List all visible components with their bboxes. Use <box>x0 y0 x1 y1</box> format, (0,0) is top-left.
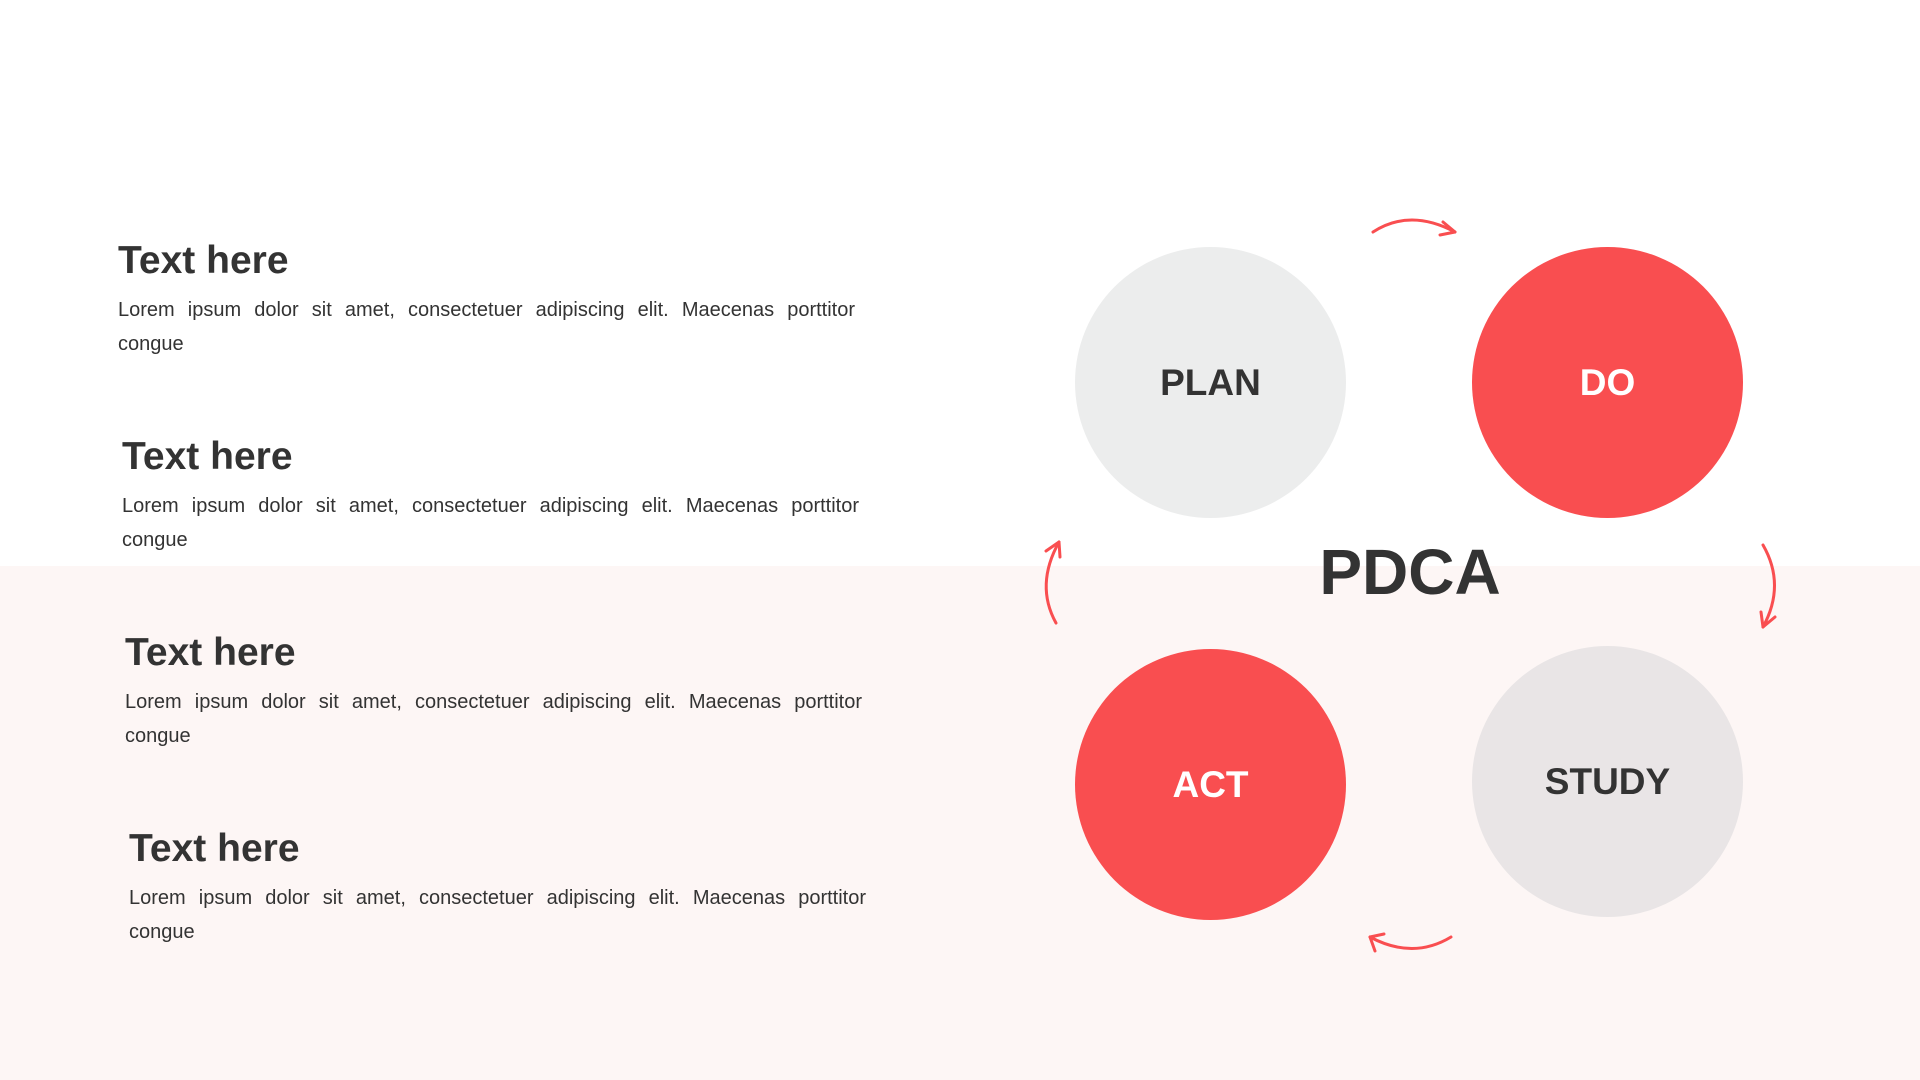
study-circle: STUDY <box>1472 646 1743 917</box>
do-circle: DO <box>1472 247 1743 518</box>
block-body: Lorem ipsum dolor sit amet, consectetuer… <box>122 495 859 551</box>
curved-arrow-icon <box>1759 543 1777 629</box>
block-title: Text here <box>122 435 293 478</box>
block-body: Lorem ipsum dolor sit amet, consectetuer… <box>125 691 862 747</box>
pdca-title: PDCA <box>1319 536 1501 608</box>
text-block-4: Text here Lorem ipsum dolor sit amet, co… <box>129 825 866 949</box>
block-body: Lorem ipsum dolor sit amet, consectetuer… <box>118 299 855 355</box>
plan-label: PLAN <box>1160 361 1261 403</box>
text-block-1: Text here Lorem ipsum dolor sit amet, co… <box>118 237 855 361</box>
curved-arrow-icon <box>1044 540 1062 625</box>
block-title: Text here <box>129 827 300 870</box>
text-block-2: Text here Lorem ipsum dolor sit amet, co… <box>122 433 859 557</box>
text-block-3: Text here Lorem ipsum dolor sit amet, co… <box>125 629 862 753</box>
act-circle: ACT <box>1075 649 1346 920</box>
block-title: Text here <box>118 239 289 282</box>
act-label: ACT <box>1172 763 1249 805</box>
do-label: DO <box>1579 361 1636 403</box>
plan-circle: PLAN <box>1075 247 1346 518</box>
curved-arrow-icon <box>1371 218 1457 237</box>
curved-arrow-icon <box>1368 932 1453 953</box>
block-body: Lorem ipsum dolor sit amet, consectetuer… <box>129 887 866 943</box>
study-label: STUDY <box>1544 760 1671 802</box>
block-title: Text here <box>125 631 296 674</box>
